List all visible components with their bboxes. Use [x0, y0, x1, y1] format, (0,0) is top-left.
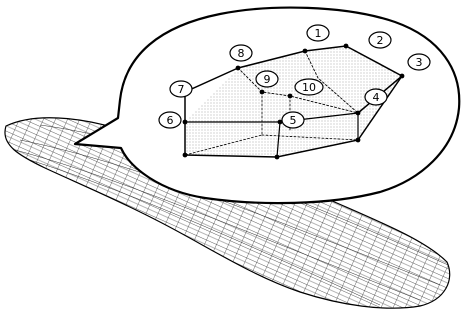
svg-text:3: 3: [416, 56, 423, 69]
svg-text:10: 10: [302, 81, 316, 94]
svg-text:4: 4: [373, 91, 380, 104]
node-label-1: 1: [306, 24, 330, 42]
svg-text:8: 8: [238, 47, 245, 60]
svg-text:6: 6: [167, 114, 174, 127]
svg-text:2: 2: [377, 34, 384, 47]
node-label-4: 4: [364, 88, 388, 106]
svg-text:7: 7: [178, 83, 185, 96]
node-label-7: 7: [169, 80, 193, 98]
svg-text:9: 9: [264, 73, 271, 86]
polyhedron-shaded-volume: [185, 46, 402, 157]
node-label-9: 9: [255, 70, 279, 88]
svg-text:5: 5: [290, 114, 297, 127]
node-label-6: 6: [158, 111, 182, 129]
node-label-8: 8: [229, 44, 253, 62]
node-label-3: 3: [407, 53, 431, 71]
node-label-2: 2: [368, 31, 392, 49]
node-label-5: 5: [281, 111, 305, 129]
svg-text:1: 1: [315, 27, 322, 40]
node-label-10: 10: [294, 78, 324, 96]
